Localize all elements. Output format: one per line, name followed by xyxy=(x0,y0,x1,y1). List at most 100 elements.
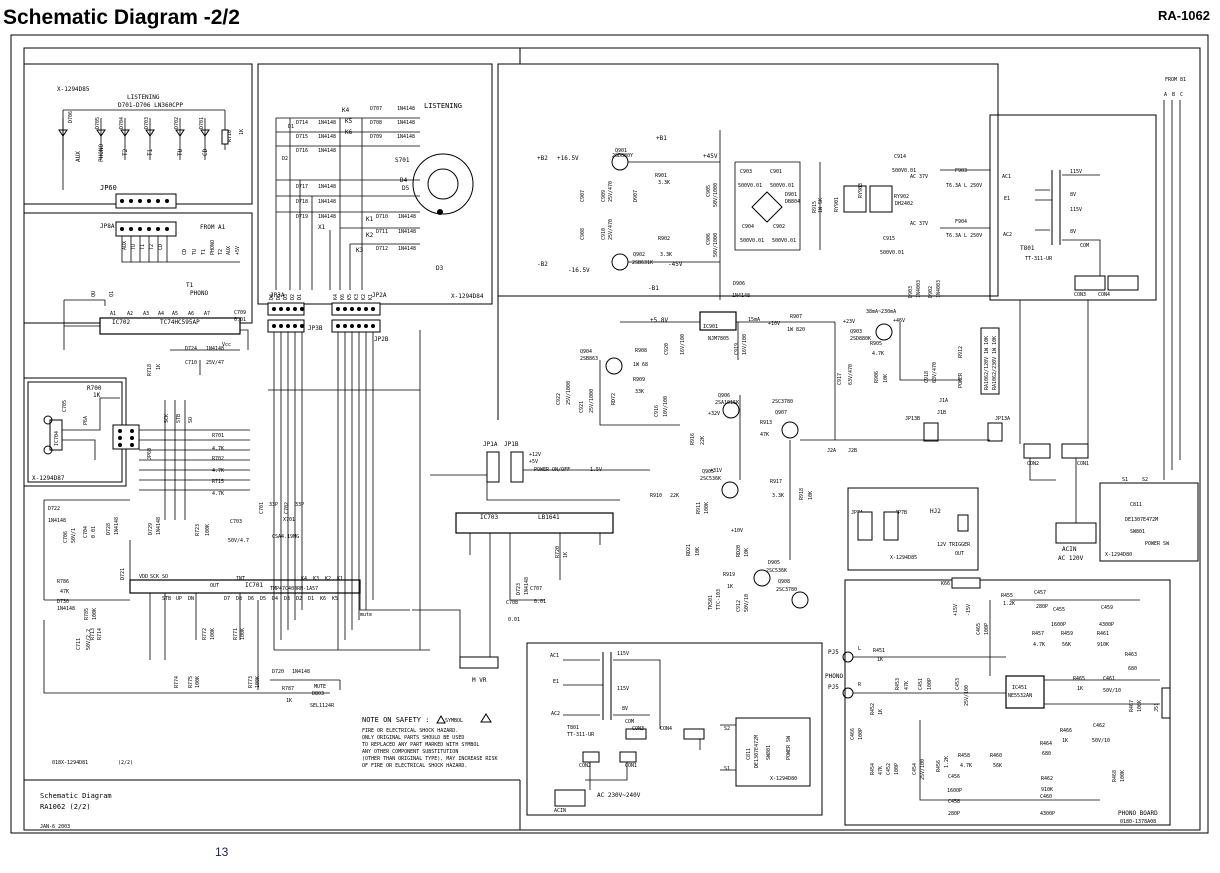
svg-text:8V: 8V xyxy=(1070,192,1076,198)
svg-text:TT-311-UR: TT-311-UR xyxy=(567,732,595,738)
svg-text:1N4148: 1N4148 xyxy=(397,120,415,126)
svg-text:D1: D1 xyxy=(288,124,294,130)
svg-text:500V0.01: 500V0.01 xyxy=(880,250,904,256)
svg-text:T2: T2 xyxy=(149,244,155,250)
svg-text:D5: D5 xyxy=(260,596,266,602)
svg-text:IC704: IC704 xyxy=(54,431,60,446)
svg-text:Q902: Q902 xyxy=(633,252,645,258)
svg-text:R902: R902 xyxy=(658,236,670,242)
svg-text:AC1: AC1 xyxy=(1002,174,1011,180)
svg-text:R917: R917 xyxy=(770,479,782,485)
listening-led-board: X-1294D85 LISTENING D701-D706 LN360CPP D… xyxy=(23,63,253,209)
svg-text:16V/100: 16V/100 xyxy=(742,334,748,355)
svg-text:CON2: CON2 xyxy=(1027,461,1039,467)
svg-text:4.7K: 4.7K xyxy=(212,446,224,452)
svg-text:TT-311-UR: TT-311-UR xyxy=(1025,256,1053,262)
main-board-outline xyxy=(23,47,1201,831)
svg-text:K6: K6 xyxy=(345,129,353,136)
svg-text:0.01: 0.01 xyxy=(91,526,97,538)
svg-text:1600P: 1600P xyxy=(1051,622,1066,628)
svg-text:+16.5V: +16.5V xyxy=(557,155,579,162)
svg-text:R907: R907 xyxy=(790,314,802,320)
svg-text:AUX: AUX xyxy=(122,241,128,250)
svg-text:JP1A: JP1A xyxy=(483,441,498,448)
svg-text:M VR: M VR xyxy=(472,677,487,684)
svg-text:1N4148: 1N4148 xyxy=(397,134,415,140)
rotary-switch-s701 xyxy=(412,153,474,215)
svg-text:ACIN: ACIN xyxy=(1062,546,1077,553)
svg-text:-16.5V: -16.5V xyxy=(568,267,590,274)
svg-text:+45V: +45V xyxy=(703,153,718,160)
svg-text:63V/470: 63V/470 xyxy=(848,364,854,385)
svg-text:RA1062/120V 1W 10K: RA1062/120V 1W 10K xyxy=(984,336,990,390)
svg-text:D704: D704 xyxy=(119,117,125,129)
svg-text:T6.3A L 250V: T6.3A L 250V xyxy=(946,233,982,239)
svg-text:D712: D712 xyxy=(376,246,388,252)
svg-text:ANY OTHER COMPONENT SUBSTITUTI: ANY OTHER COMPONENT SUBSTITUTION xyxy=(362,749,458,755)
svg-text:D907: D907 xyxy=(633,190,639,202)
svg-text:1N4148: 1N4148 xyxy=(48,518,66,524)
svg-text:VDD: VDD xyxy=(139,574,148,580)
svg-text:4.7K: 4.7K xyxy=(1033,642,1045,648)
svg-text:1K: 1K xyxy=(286,698,292,704)
svg-text:C458: C458 xyxy=(948,799,960,805)
svg-text:JP7A: JP7A xyxy=(851,510,863,516)
svg-text:2SC3780: 2SC3780 xyxy=(772,399,793,405)
svg-text:F903: F903 xyxy=(955,168,967,174)
svg-text:1W 68: 1W 68 xyxy=(633,362,648,368)
svg-text:R775: R775 xyxy=(188,676,194,688)
svg-text:D706: D706 xyxy=(68,111,74,123)
svg-text:A7: A7 xyxy=(204,311,210,317)
svg-text:1N4148: 1N4148 xyxy=(398,229,416,235)
svg-text:R911: R911 xyxy=(696,502,702,514)
svg-text:D715: D715 xyxy=(296,134,308,140)
svg-text:C912: C912 xyxy=(736,600,742,612)
svg-text:10K: 10K xyxy=(744,548,750,557)
svg-text:X-1294D80: X-1294D80 xyxy=(770,776,797,782)
svg-text:TU: TU xyxy=(131,244,137,250)
svg-text:2SC3780: 2SC3780 xyxy=(776,587,797,593)
svg-text:1K: 1K xyxy=(1077,686,1083,692)
svg-text:+B1: +B1 xyxy=(656,135,667,142)
svg-text:K5: K5 xyxy=(345,118,353,125)
svg-text:100P: 100P xyxy=(984,623,990,635)
svg-text:R455: R455 xyxy=(1001,593,1013,599)
svg-text:LISTENING: LISTENING xyxy=(424,102,462,110)
svg-text:ACIN: ACIN xyxy=(554,808,566,814)
svg-text:RY902: RY902 xyxy=(894,194,909,200)
svg-text:3.3K: 3.3K xyxy=(772,493,784,499)
svg-text:J1B: J1B xyxy=(937,410,946,416)
svg-text:FROM A1: FROM A1 xyxy=(200,224,226,231)
svg-text:L: L xyxy=(858,646,861,652)
svg-text:D702: D702 xyxy=(174,117,180,129)
svg-text:1N4148: 1N4148 xyxy=(318,148,336,154)
svg-text:50V/1000: 50V/1000 xyxy=(713,233,719,257)
svg-text:25V/100: 25V/100 xyxy=(964,685,970,706)
svg-text:R785: R785 xyxy=(84,608,90,620)
svg-text:TU: TU xyxy=(177,148,184,156)
svg-text:25V/470: 25V/470 xyxy=(608,219,614,240)
svg-text:AUX: AUX xyxy=(226,246,232,255)
svg-text:63V/470: 63V/470 xyxy=(932,362,938,383)
svg-text:A: A xyxy=(1164,92,1167,98)
svg-text:50V/10: 50V/10 xyxy=(744,594,750,612)
svg-text:680: 680 xyxy=(1042,751,1051,757)
svg-text:D729: D729 xyxy=(148,523,154,535)
svg-text:J51: J51 xyxy=(1154,703,1160,712)
svg-text:P6A: P6A xyxy=(83,416,89,425)
svg-text:DE1307E472M: DE1307E472M xyxy=(754,735,760,768)
svg-text:2SB631K: 2SB631K xyxy=(632,260,653,266)
svg-text:33P: 33P xyxy=(269,502,278,508)
svg-text:POWER SW: POWER SW xyxy=(786,735,792,760)
svg-text:PJ5: PJ5 xyxy=(828,684,839,691)
svg-text:4.7K: 4.7K xyxy=(872,351,884,357)
svg-text:+12V: +12V xyxy=(529,452,541,458)
svg-text:R462: R462 xyxy=(1041,776,1053,782)
svg-text:D711: D711 xyxy=(376,229,388,235)
svg-text:115V: 115V xyxy=(617,651,629,657)
svg-text:D708: D708 xyxy=(370,120,382,126)
svg-text:D3: D3 xyxy=(436,265,444,272)
svg-text:T1: T1 xyxy=(140,244,146,250)
svg-text:E1: E1 xyxy=(1004,196,1010,202)
svg-text:100P: 100P xyxy=(858,728,864,740)
